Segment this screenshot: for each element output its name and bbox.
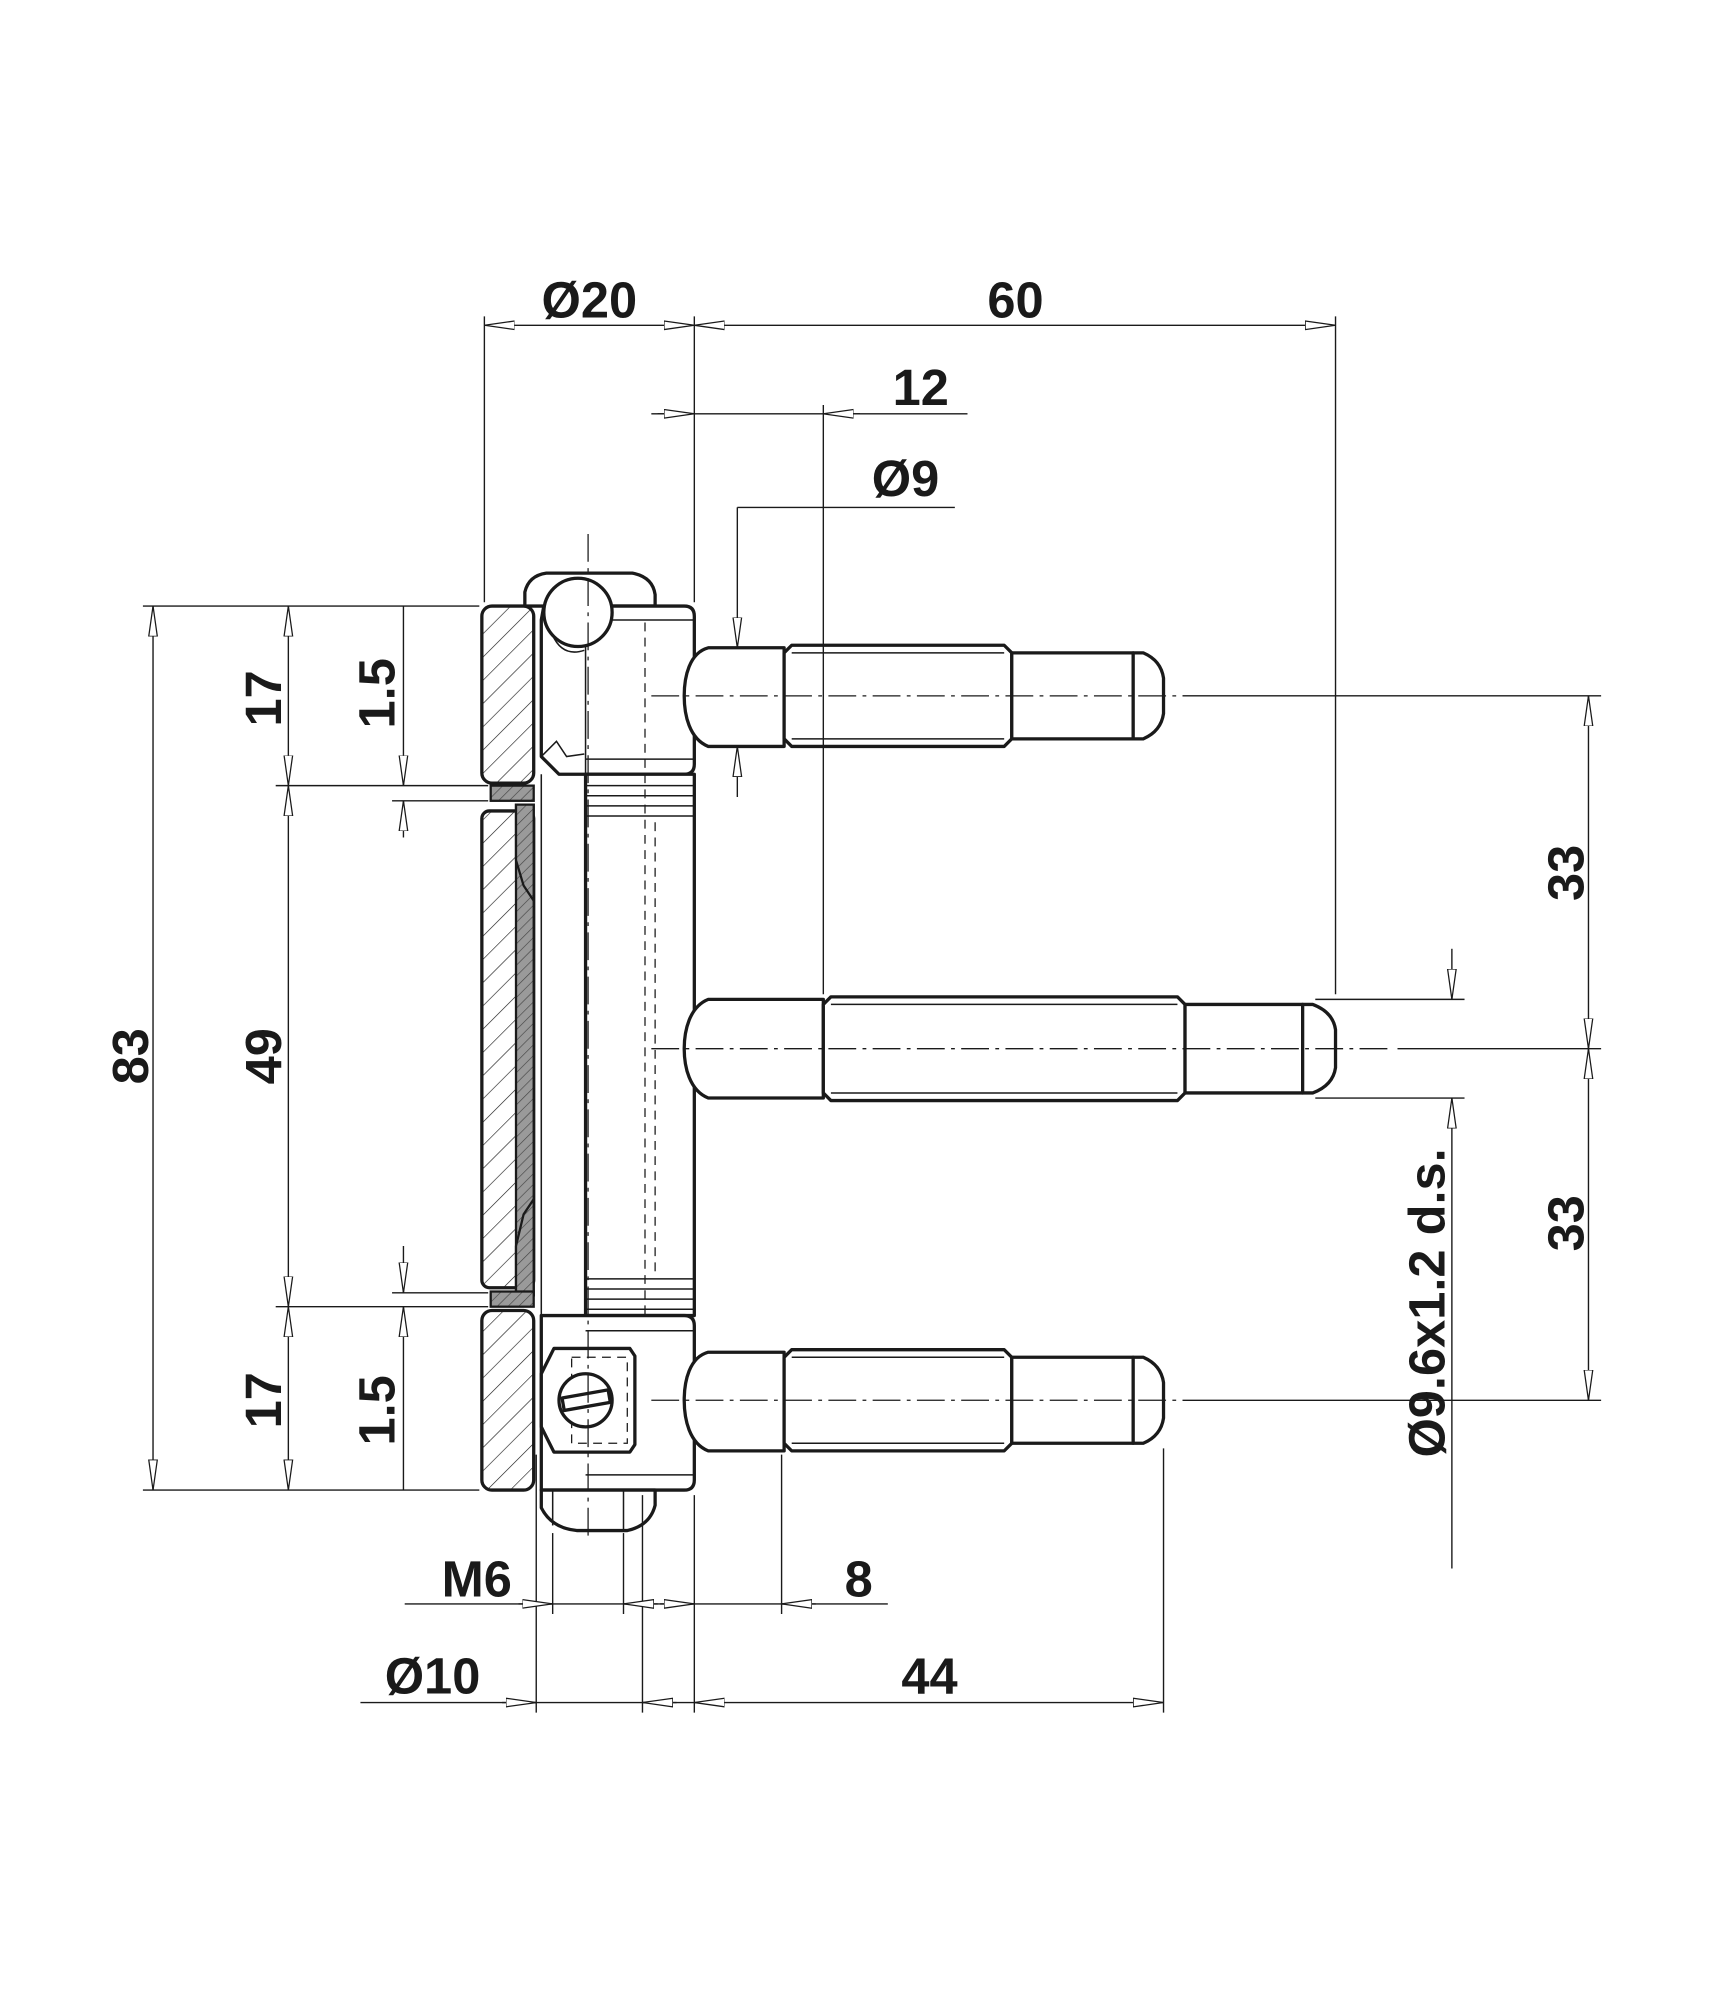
plate-inner-flange-top	[514, 803, 535, 905]
center-lines	[587, 533, 1392, 1537]
label-top-section-height: 17	[235, 670, 292, 726]
label-outer-pin-length: 44	[901, 1648, 957, 1705]
label-middle-section-height: 49	[235, 1028, 292, 1084]
barrel-top-ball	[542, 576, 614, 649]
barrel-bottom-cap	[539, 1488, 657, 1533]
label-overall-height: 83	[102, 1028, 159, 1084]
label-barrel-diameter: Ø20	[542, 272, 638, 329]
pin-top-shank	[682, 646, 786, 749]
label-thread-spec: Ø9.6x1.2 d.s.	[1398, 1148, 1455, 1457]
pin-top	[682, 643, 1166, 749]
plate-bottom-section	[480, 1308, 536, 1492]
label-pin-spacing-upper: 33	[1537, 845, 1594, 901]
label-overall-depth: 60	[987, 272, 1043, 329]
top-ball-inner-arc	[550, 632, 585, 653]
pin-bottom-shank	[682, 1350, 786, 1453]
set-screw-slot	[560, 1388, 612, 1413]
extension-lines	[142, 316, 1602, 1713]
plate-top-washer	[489, 784, 535, 802]
hinge-plate	[480, 604, 536, 1492]
label-screw-thread: M6	[442, 1550, 512, 1607]
top-knuckle-wedge	[540, 740, 585, 758]
dimension-lines	[153, 325, 1588, 1702]
dimension-labels: Ø20 60 12 Ø9 83 17 1.5 49 17 1.5 33 33 Ø…	[102, 272, 1594, 1705]
label-screw-diameter: Ø10	[385, 1648, 481, 1705]
label-bottom-section-height: 17	[235, 1372, 292, 1428]
barrel-middle-section	[583, 772, 696, 1318]
plate-bottom-washer	[489, 1290, 535, 1308]
plate-top-section	[480, 604, 536, 785]
hinge-barrel	[523, 571, 696, 1533]
label-short-offset: 8	[845, 1550, 873, 1607]
barrel-top-grooves	[585, 784, 695, 817]
set-screw-hidden-bore	[571, 1356, 628, 1444]
label-bottom-washer-height: 1.5	[349, 1375, 406, 1445]
label-pin-spacing-lower: 33	[1537, 1195, 1594, 1251]
label-pin-diameter: Ø9	[872, 450, 939, 507]
plate-inner-flange-bottom	[514, 1195, 535, 1297]
barrel-bottom-grooves	[585, 1278, 695, 1310]
label-top-washer-height: 1.5	[349, 658, 406, 728]
label-pin-offset: 12	[893, 359, 949, 416]
